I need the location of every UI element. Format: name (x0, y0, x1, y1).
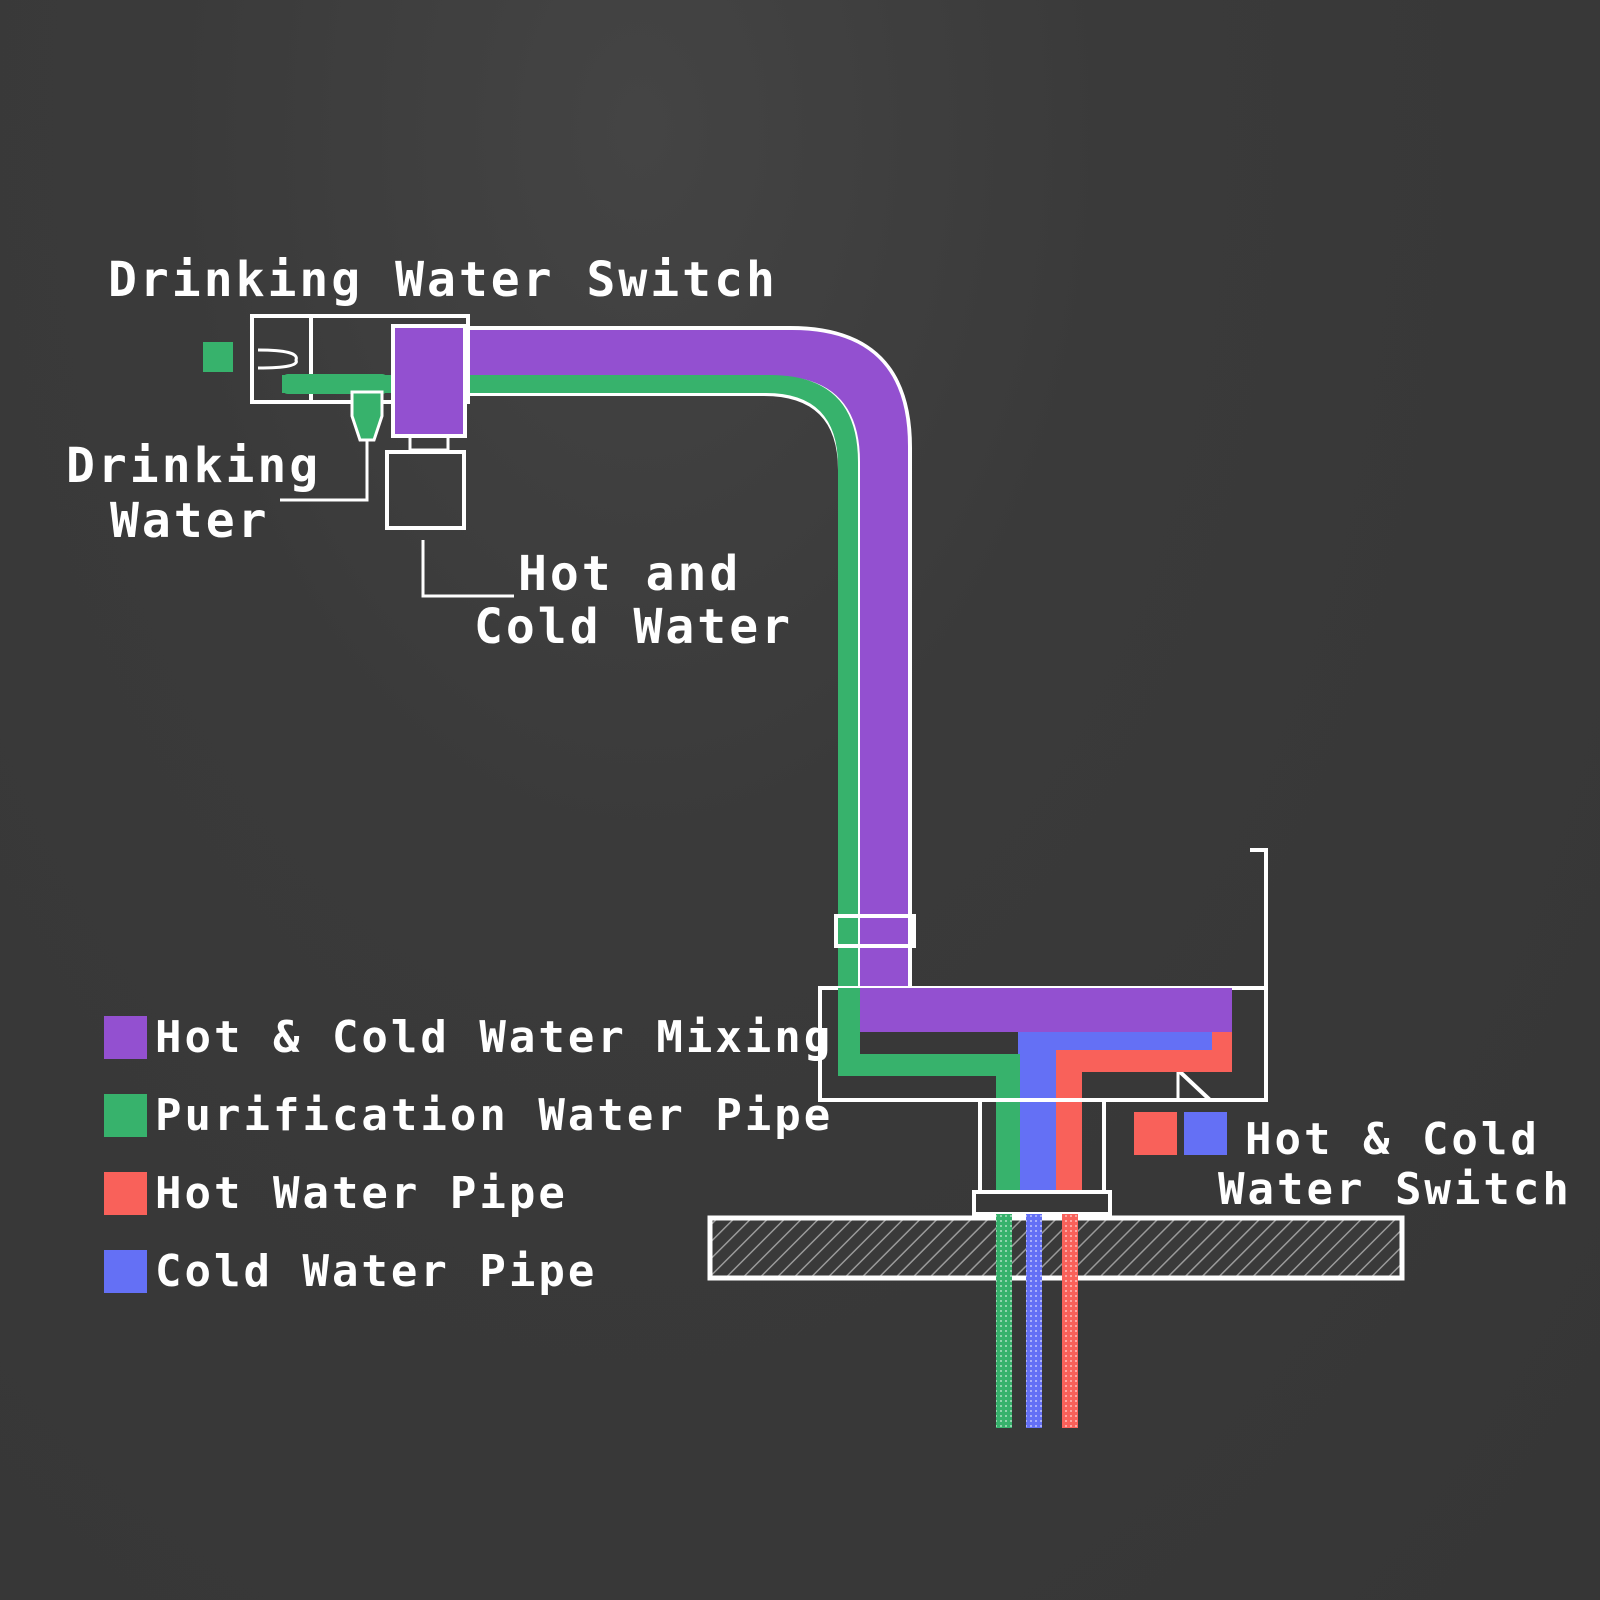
purification-inlet-marker (203, 342, 233, 372)
legend-item-hot: Hot Water Pipe (104, 1168, 833, 1219)
legend-item-purification: Purification Water Pipe (104, 1090, 833, 1141)
purification-channel-base-bottom (838, 1054, 1018, 1076)
legend-label: Hot & Cold Water Mixing (155, 1011, 834, 1063)
hot-channel-switch (1212, 1032, 1232, 1072)
legend-item-mixing: Hot & Cold Water Mixing (104, 1012, 833, 1063)
cold-channel-riser (1018, 1032, 1056, 1210)
purification-channel-riser (996, 1054, 1020, 1210)
spout-collar (834, 914, 916, 948)
hot-channel-riser (1056, 1050, 1082, 1210)
legend-label: Purification Water Pipe (155, 1089, 834, 1141)
drinking-water-nozzle (350, 390, 384, 442)
drinking-water-label-line1: Drinking (66, 438, 322, 494)
hot-cold-water-leader (421, 540, 514, 598)
legend-swatch (104, 1249, 147, 1293)
drinking-water-leader (280, 440, 369, 502)
drinking-switch-lever (257, 348, 298, 370)
cold-hose-mesh (1026, 1214, 1042, 1428)
mixing-head (391, 324, 467, 438)
hot-cold-switch-label-line2: Water Switch (1218, 1164, 1572, 1215)
hot-cold-outlet (385, 450, 466, 530)
base-flange (972, 1190, 1112, 1216)
legend-label: Cold Water Pipe (155, 1245, 598, 1297)
purification-channel-switch (282, 374, 388, 394)
hot-cold-switch-label-line1: Hot & Cold (1245, 1114, 1540, 1165)
hot-cold-switch-lever (1176, 848, 1268, 1102)
legend-label: Hot Water Pipe (155, 1167, 568, 1219)
drinking-water-switch-label: Drinking Water Switch (108, 252, 778, 308)
legend-swatch (104, 1171, 147, 1215)
legend-swatch (104, 1093, 147, 1137)
mixing-channel-spout (468, 330, 908, 988)
drinking-water-label-line2: Water (110, 493, 270, 549)
countertop (707, 1215, 1405, 1281)
mixing-channel-base (860, 988, 1232, 1032)
cold-channel-base (1018, 1032, 1230, 1050)
hot-switch-marker (1134, 1112, 1177, 1155)
legend-swatch (104, 1015, 147, 1059)
hot-cold-water-label-line2: Cold Water (474, 599, 793, 655)
mixing-head-neck (408, 434, 450, 452)
legend: Hot & Cold Water Mixing Purification Wat… (104, 1012, 833, 1328)
cold-switch-marker (1184, 1112, 1227, 1155)
hot-channel-base (1056, 1050, 1232, 1072)
legend-item-cold: Cold Water Pipe (104, 1246, 833, 1297)
hot-cold-water-label-line1: Hot and (518, 546, 742, 602)
purification-hose-mesh (996, 1214, 1012, 1428)
hot-hose-mesh (1062, 1214, 1078, 1428)
